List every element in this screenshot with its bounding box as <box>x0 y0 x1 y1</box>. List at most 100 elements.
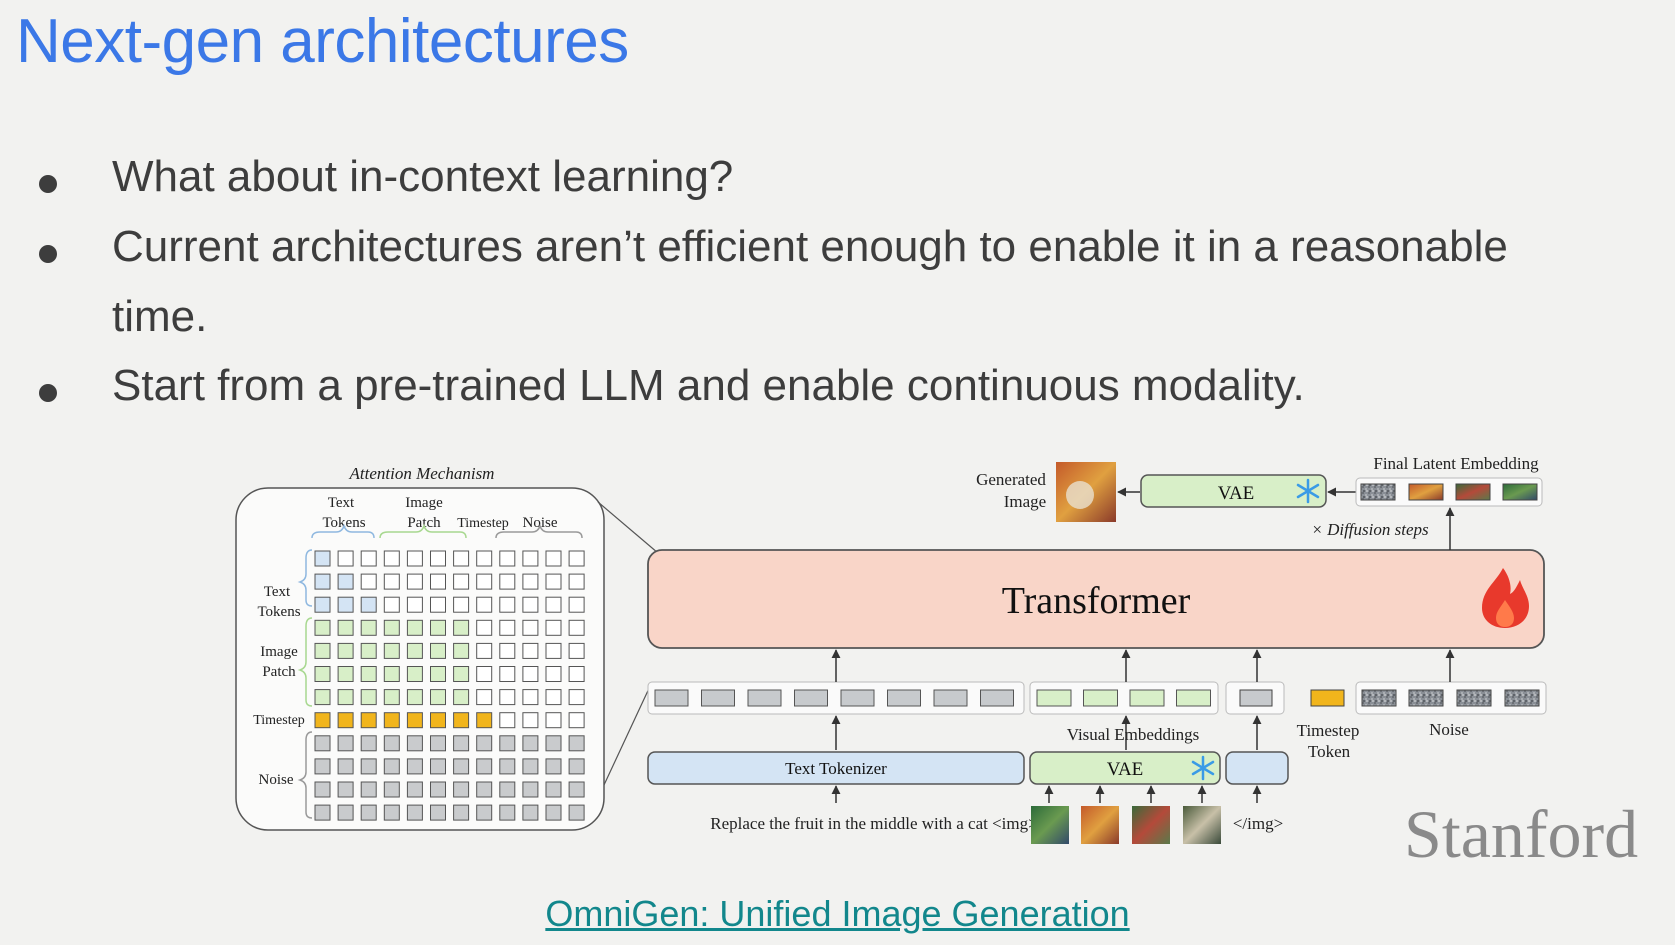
col-brace-image <box>379 523 467 539</box>
bullet-dot <box>39 384 57 402</box>
attention-cell <box>476 619 493 636</box>
attention-title: Attention Mechanism <box>349 464 495 483</box>
latent-token <box>1360 483 1396 501</box>
attention-cell <box>430 596 446 613</box>
attention-cell <box>476 804 493 821</box>
attention-cell <box>337 596 354 613</box>
attention-cell <box>522 642 539 659</box>
vae-top-block <box>1140 474 1327 508</box>
attention-cell <box>383 689 400 706</box>
attention-cell <box>383 642 400 659</box>
attention-cell <box>476 781 493 798</box>
attention-cell <box>453 550 470 567</box>
attention-cell <box>383 781 400 798</box>
col-label-timestep: Timestep <box>457 516 509 531</box>
final-latent-tokens <box>1360 483 1538 501</box>
zoom-line-bottom <box>603 681 653 786</box>
bullet-1: What about in-context learning? <box>112 152 734 201</box>
attention-cell <box>568 550 585 567</box>
attention-cell <box>360 642 377 659</box>
attention-cell <box>522 781 539 798</box>
close-img-tag: </img> <box>1233 814 1283 833</box>
attention-cell <box>337 573 354 590</box>
attention-cell <box>522 804 539 821</box>
end-tag-tokenizer-block <box>1225 751 1289 785</box>
omnigen-reference-link[interactable]: OmniGen: Unified Image Generation <box>545 893 1130 934</box>
attention-cell <box>545 735 562 752</box>
attention-cell <box>476 596 493 613</box>
attention-cell <box>522 712 539 729</box>
snowflake-icon <box>1296 478 1320 504</box>
attention-cell <box>337 758 354 775</box>
attention-cell <box>314 758 331 775</box>
attention-cell <box>360 596 377 613</box>
text-embedding-token <box>933 689 968 707</box>
bullet-2-continued: time. <box>112 292 208 341</box>
bullet-2: Current architectures aren’t efficient e… <box>112 222 1508 271</box>
attention-cell <box>453 804 470 821</box>
attention-cell <box>337 712 354 729</box>
attention-cell <box>383 735 400 752</box>
attention-cell <box>337 735 354 752</box>
attention-cell <box>314 596 331 613</box>
attention-cell <box>430 666 446 682</box>
attention-cell <box>360 619 377 636</box>
attention-cell <box>522 596 539 613</box>
attention-cell <box>522 666 539 682</box>
attention-cell <box>360 781 377 798</box>
attention-grid <box>314 550 585 821</box>
attention-cell <box>499 550 516 567</box>
attention-cell <box>430 804 446 821</box>
attention-cell <box>453 596 470 613</box>
attention-cell <box>314 712 331 729</box>
attention-cell <box>360 573 377 590</box>
text-embedding-token <box>887 689 921 707</box>
visual-embedding-tokens <box>1036 689 1211 707</box>
attention-cell <box>430 735 446 752</box>
noise-token <box>1504 689 1540 707</box>
attention-cell <box>337 550 354 567</box>
attention-cell <box>545 573 562 590</box>
zoom-line-top <box>597 501 659 554</box>
text-embedding-tokens <box>654 689 1014 707</box>
attention-cell <box>476 689 493 706</box>
diffusion-steps-label: × Diffusion steps <box>1311 520 1429 539</box>
attention-cell <box>430 712 446 729</box>
attention-cell <box>383 596 400 613</box>
col-brace-text <box>311 523 375 539</box>
attention-cell <box>314 666 331 682</box>
attention-cell <box>406 550 423 567</box>
attention-cell <box>499 573 516 590</box>
row-brace-image <box>297 617 313 707</box>
attention-cell <box>453 666 470 682</box>
attention-cell <box>430 781 446 798</box>
text-tokenizer-block <box>647 751 1025 785</box>
attention-cell <box>314 619 331 636</box>
attention-cell <box>314 804 331 821</box>
visual-embedding-token <box>1083 689 1118 707</box>
attention-cell <box>383 804 400 821</box>
attention-cell <box>406 596 423 613</box>
attention-cell <box>522 735 539 752</box>
col-brace-noise <box>495 523 583 539</box>
end-token <box>1239 689 1273 707</box>
generated-image-detail <box>1066 481 1094 509</box>
row-label-timestep: Timestep <box>253 713 305 728</box>
attention-cell <box>568 758 585 775</box>
attention-cell <box>360 804 377 821</box>
col-label-noise: Noise <box>523 515 558 531</box>
attention-cell <box>499 712 516 729</box>
attention-cell <box>522 689 539 706</box>
attention-cell <box>545 804 562 821</box>
page-title: Next-gen architectures <box>16 7 629 76</box>
attention-cell <box>383 758 400 775</box>
attention-cell <box>406 573 423 590</box>
transformer-block <box>647 549 1545 649</box>
final-latent-container <box>1355 477 1543 507</box>
attention-cell <box>406 804 423 821</box>
row-brace-noise <box>297 731 313 819</box>
attention-cell <box>499 689 516 706</box>
attention-cell <box>360 712 377 729</box>
attention-cell <box>337 619 354 636</box>
